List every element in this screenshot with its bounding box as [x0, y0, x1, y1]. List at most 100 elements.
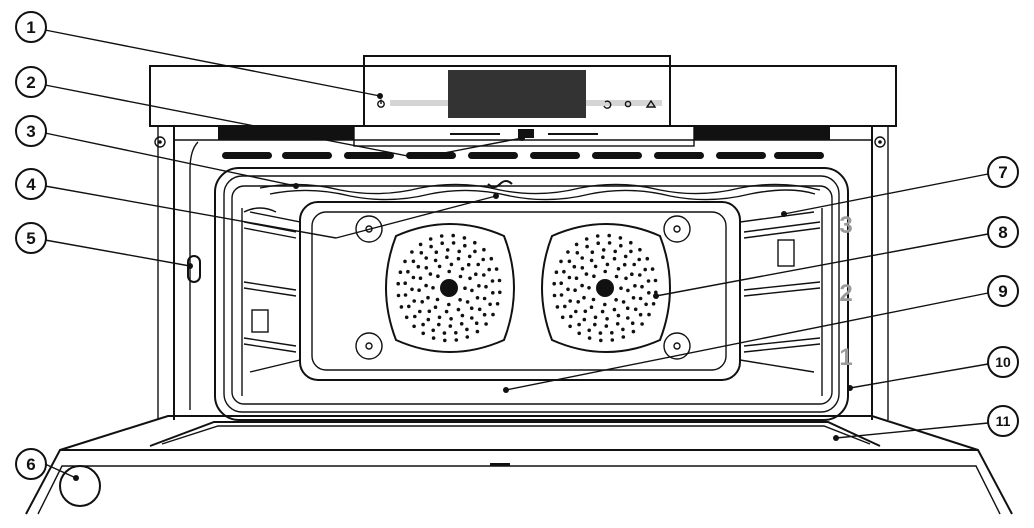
fan-hole — [616, 267, 621, 271]
fan-hole — [454, 331, 458, 335]
fan-hole — [428, 237, 433, 241]
fan-hole — [644, 302, 648, 307]
fan-hole — [475, 296, 480, 300]
fan-hole — [577, 331, 581, 336]
fan-cover-right — [541, 223, 671, 353]
fan-hole — [559, 259, 563, 264]
fan-hole — [413, 314, 417, 319]
fan-hole — [445, 248, 450, 252]
fan-hole — [418, 276, 423, 281]
control-panel — [353, 55, 695, 147]
fan-hole — [411, 259, 416, 264]
fan-hole — [410, 250, 414, 254]
fan-hole — [559, 293, 564, 297]
fan-hole — [587, 286, 591, 290]
fan-hole — [467, 254, 472, 259]
fan-hole — [498, 290, 502, 295]
fan-hole — [638, 296, 643, 301]
callout-11-label: 11 — [996, 413, 1011, 429]
fan-hole — [601, 255, 605, 259]
fan-hole — [411, 275, 416, 280]
fan-hole — [637, 257, 641, 262]
fan-hole — [473, 240, 477, 245]
fan-hole — [595, 234, 600, 238]
fan-hole — [431, 328, 436, 333]
fan-hole — [650, 267, 655, 271]
fan-hole — [582, 317, 587, 322]
fan-hole — [454, 338, 459, 342]
fan-hole — [593, 322, 597, 327]
fan-hole — [568, 324, 572, 329]
fan-hole — [482, 247, 486, 252]
fan-hole — [614, 298, 618, 302]
fan-hole — [645, 256, 650, 261]
callout-9-label: 9 — [998, 282, 1007, 301]
fan-hole — [412, 299, 417, 303]
fan-hole — [433, 258, 438, 263]
callout-7: 7 — [987, 156, 1019, 188]
fan-hole — [412, 324, 416, 329]
back-icon[interactable] — [603, 100, 612, 109]
light-icon[interactable] — [624, 100, 632, 108]
fan-hole — [610, 331, 614, 335]
callout-5-label: 5 — [26, 229, 35, 248]
fan-hole — [651, 302, 656, 306]
fan-hole — [495, 302, 500, 306]
fan-hole — [587, 328, 591, 333]
fan-hole — [590, 250, 595, 254]
fan-hole — [573, 288, 577, 293]
fan-hole — [434, 250, 439, 254]
fan-hole — [631, 296, 636, 300]
fan-hole — [613, 249, 617, 254]
fan-hole — [630, 321, 635, 326]
fan-hole — [552, 293, 557, 298]
fan-hole — [426, 317, 431, 322]
fan-hole — [580, 266, 585, 270]
fan-hole — [568, 299, 572, 303]
fan-hole — [421, 322, 425, 327]
fan-hole — [552, 281, 556, 286]
vent-slot — [592, 152, 642, 159]
shelf-level-2: 2 — [839, 280, 852, 307]
vent-slot — [468, 152, 518, 159]
fan-hole — [482, 296, 487, 301]
home-icon[interactable] — [645, 99, 657, 108]
fan-hole — [463, 286, 467, 291]
fan-hole — [640, 322, 644, 326]
fan-hole — [563, 304, 567, 309]
fan-hole — [625, 306, 630, 311]
fan-hole — [574, 242, 579, 247]
fan-hole — [460, 267, 465, 271]
fan-hole — [463, 243, 467, 248]
fan-cover-left — [385, 223, 515, 353]
fan-hole — [418, 242, 423, 247]
fan-hole — [582, 295, 586, 300]
fan-hole — [643, 267, 647, 272]
fan-hole — [605, 317, 609, 321]
fan-hole — [460, 313, 465, 318]
fan-hole — [603, 269, 607, 274]
power-icon[interactable] — [377, 99, 385, 108]
fan-hole — [624, 276, 628, 281]
fan-hole — [426, 295, 430, 300]
vent-slot — [654, 152, 704, 159]
callout-9: 9 — [987, 275, 1019, 307]
callout-5: 5 — [15, 222, 47, 254]
shelf-level-1: 1 — [839, 344, 852, 371]
door-hinge-cover — [59, 465, 101, 507]
vent-slot — [282, 152, 332, 159]
fan-hole — [494, 267, 499, 271]
fan-hole — [646, 279, 651, 283]
fan-perforations — [396, 233, 658, 343]
callout-8-label: 8 — [998, 223, 1007, 242]
callout-3-label: 3 — [26, 122, 35, 141]
fan-hole — [490, 279, 495, 283]
fan-hole — [632, 262, 636, 267]
fan-hole — [560, 315, 565, 320]
fan-hole — [626, 288, 630, 293]
fan-hole — [439, 234, 444, 238]
display-screen — [448, 70, 586, 118]
fan-hole — [574, 276, 579, 281]
fan-hole — [404, 315, 409, 320]
fan-hole — [396, 281, 401, 286]
